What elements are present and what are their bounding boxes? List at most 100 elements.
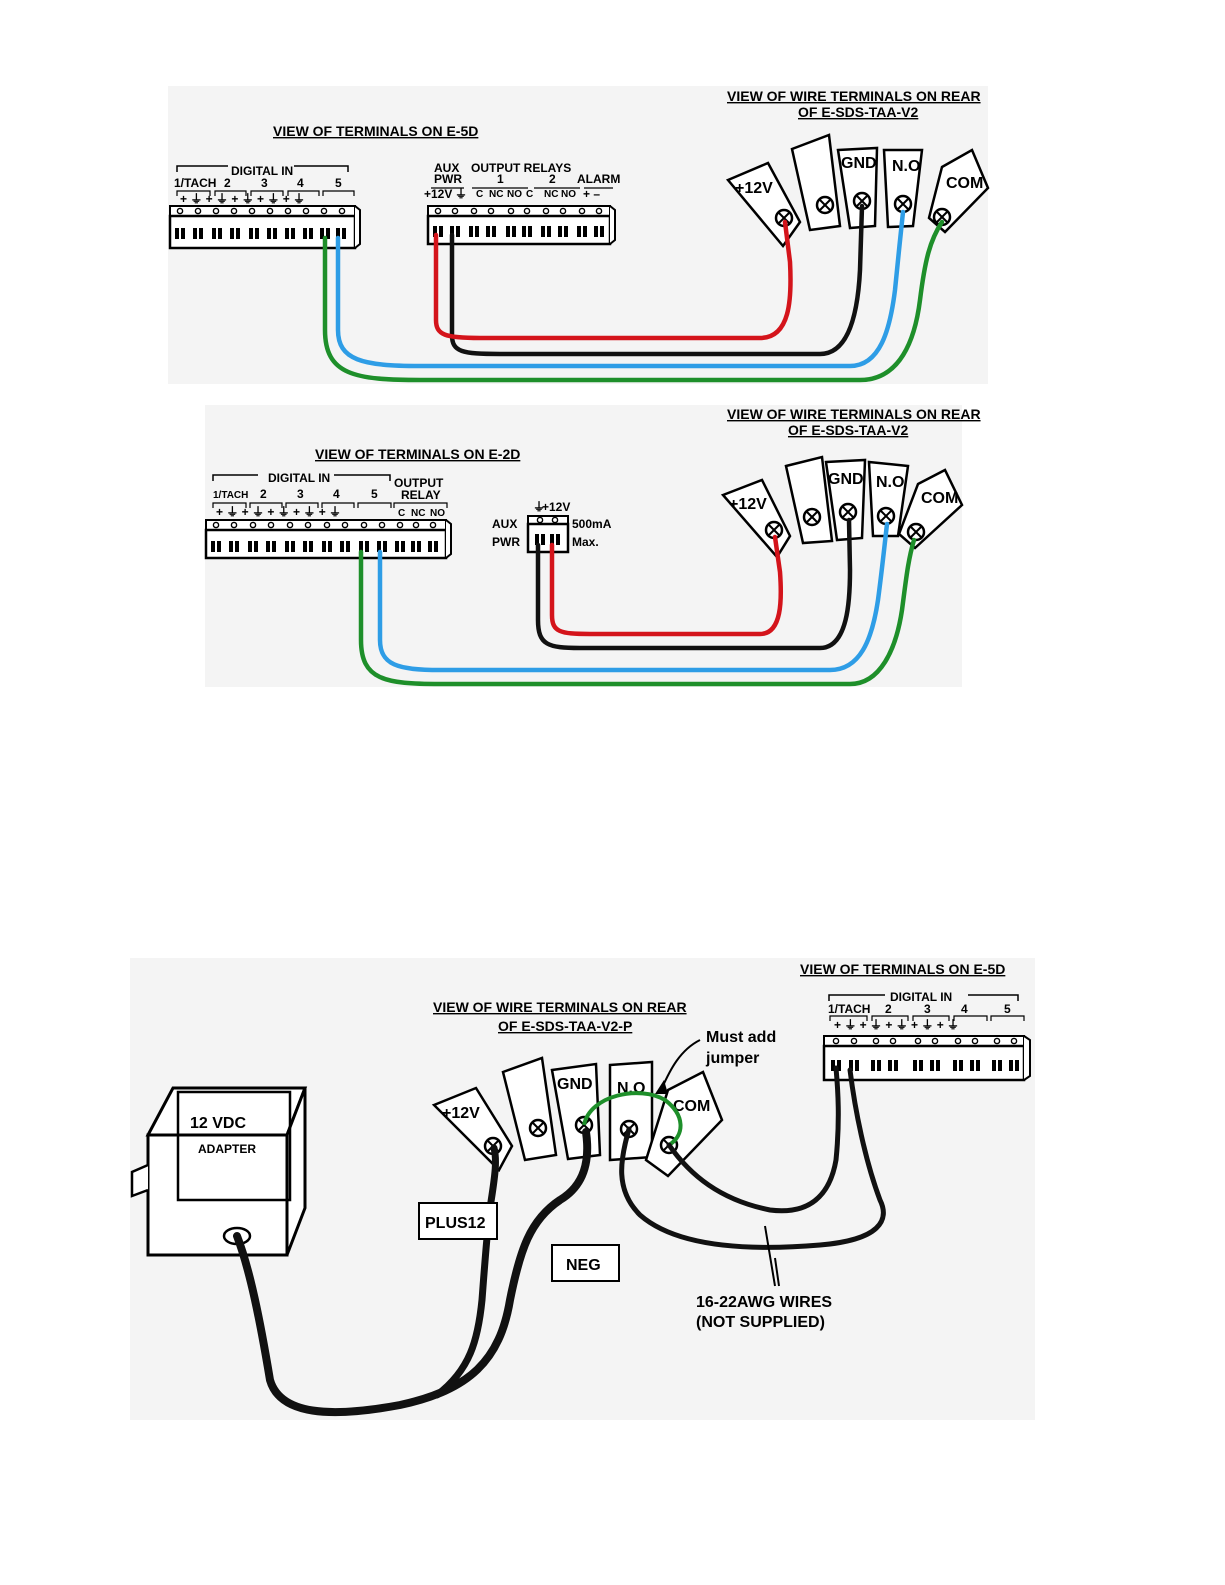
input-4-label: 4 (297, 176, 304, 190)
e5d-terminal-block (168, 205, 361, 250)
relay-term-2: NC (411, 508, 425, 519)
sensor-tabs: +12V GND N.O COM (431, 1056, 724, 1178)
sensor-tabs: +12V GND N.O COM (725, 133, 990, 249)
pwr-label: PWR (492, 535, 520, 549)
tab-gnd: GND (557, 1076, 593, 1093)
relay-term-1: C (398, 508, 405, 519)
e2d-terminal-block (204, 519, 452, 560)
adapter-cable (233, 1128, 592, 1416)
max-label: Max. (572, 535, 599, 549)
adapter-label: ADAPTER (198, 1142, 256, 1156)
device-title: VIEW OF TERMINALS ON E-5D (800, 961, 1005, 977)
green-wire (358, 537, 917, 687)
panel-1-wires (322, 203, 945, 383)
tab-no: N.O (892, 158, 920, 175)
neg-label: NEG (566, 1257, 601, 1274)
power-adapter: 12 VDC ADAPTER (130, 1086, 308, 1257)
input-2-label: 2 (224, 176, 231, 190)
svg-text:+ ⏚ + ⏚ + ⏚ + ⏚ + ⏚: + ⏚ + ⏚ + ⏚ + ⏚ + ⏚ (180, 192, 305, 206)
input-2-label: 2 (260, 487, 267, 501)
sensor-title: VIEW OF WIRE TERMINALS ON REAR (433, 999, 687, 1015)
jumper-note-2: jumper (705, 1050, 759, 1067)
tab-com: COM (673, 1098, 710, 1115)
signal-wires (619, 1065, 886, 1250)
relay-term-1: C (476, 189, 483, 200)
current-label: 500mA (572, 517, 612, 531)
tab-12v: +12V (729, 496, 767, 513)
wires-note-2: (NOT SUPPLIED) (696, 1314, 825, 1331)
input-4-label: 4 (961, 1002, 968, 1016)
sensor-title: VIEW OF WIRE TERMINALS ON REAR (727, 406, 981, 422)
svg-text:⏚: ⏚ (455, 187, 467, 201)
pwr-label: PWR (434, 172, 462, 186)
output-relays-label: OUTPUT RELAYS (471, 161, 571, 175)
sensor-title: VIEW OF WIRE TERMINALS ON REAR (727, 88, 981, 104)
svg-text:+ –: + – (583, 187, 600, 201)
alarm-label: ALARM (577, 172, 620, 186)
wires-note: 16-22AWG WIRES (696, 1294, 832, 1311)
black-wire (535, 517, 853, 651)
digital-in-label: DIGITAL IN (231, 164, 293, 178)
panel-1: VIEW OF TERMINALS ON E-5D VIEW OF WIRE T… (168, 88, 990, 383)
input-1-label: 1/TACH (213, 490, 248, 501)
blue-wire (335, 209, 906, 369)
relay-2-label: 2 (549, 172, 556, 186)
red-wire (433, 219, 793, 341)
input-3-label: 3 (261, 176, 268, 190)
blue-wire (377, 521, 890, 673)
input-5-label: 5 (1004, 1002, 1011, 1016)
panel-2: VIEW OF TERMINALS ON E-2D VIEW OF WIRE T… (204, 406, 981, 687)
relay-term-2: NC (489, 189, 503, 200)
input-5-label: 5 (335, 176, 342, 190)
relay-term-4: C (526, 189, 533, 200)
input-2-label: 2 (885, 1002, 892, 1016)
sensor-subtitle: OF E-SDS-TAA-V2 (798, 104, 919, 120)
svg-text:+ ⏚ + ⏚ + ⏚ + ⏚ + ⏚: + ⏚ + ⏚ + ⏚ + ⏚ + ⏚ (834, 1018, 959, 1032)
input-4-label: 4 (333, 487, 340, 501)
relay-term-3: NO (507, 189, 522, 200)
plus12-label: PLUS12 (425, 1215, 486, 1232)
tab-12v: +12V (735, 180, 773, 197)
relay-1-label: 1 (497, 172, 504, 186)
aux-12v-label: +12V (542, 500, 570, 514)
jumper-note: Must add (706, 1029, 776, 1046)
panel-3: VIEW OF TERMINALS ON E-5D VIEW OF WIRE T… (130, 961, 1031, 1416)
relay-label: RELAY (401, 488, 441, 502)
relay-term-5: NC (544, 189, 558, 200)
sensor-subtitle: OF E-SDS-TAA-V2 (788, 422, 909, 438)
neg-box (551, 1244, 620, 1282)
svg-text:+ ⏚ + ⏚ + ⏚ + ⏚ + ⏚: + ⏚ + ⏚ + ⏚ + ⏚ + ⏚ (216, 505, 341, 519)
digital-in-label: DIGITAL IN (890, 990, 952, 1004)
digital-in-label: DIGITAL IN (268, 471, 330, 485)
tab-gnd: GND (841, 155, 877, 172)
e5d-terminal-block (822, 1035, 1031, 1082)
tab-12v: +12V (442, 1105, 480, 1122)
black-wire (449, 203, 865, 357)
input-3-label: 3 (297, 487, 304, 501)
relay-terminal-block (426, 205, 616, 246)
plus12-box (418, 1202, 498, 1240)
relay-term-6: NO (561, 189, 576, 200)
tab-com: COM (921, 490, 958, 507)
green-wire (322, 219, 945, 383)
input-5-label: 5 (371, 487, 378, 501)
device-title: VIEW OF TERMINALS ON E-5D (273, 123, 478, 139)
sensor-subtitle: OF E-SDS-TAA-V2-P (498, 1018, 632, 1034)
output-label: OUTPUT (394, 476, 444, 490)
tab-gnd: GND (828, 471, 864, 488)
aux-pwr-connector (526, 515, 570, 554)
panel-2-wires (358, 517, 917, 687)
jumper-wire (582, 1091, 683, 1147)
device-title: VIEW OF TERMINALS ON E-2D (315, 446, 520, 462)
relay-term-3: NO (430, 508, 445, 519)
adapter-voltage: 12 VDC (190, 1115, 246, 1132)
tab-no: N.O (876, 474, 904, 491)
input-1-label: 1/TACH (828, 1002, 870, 1016)
aux-label: AUX (492, 517, 517, 531)
red-wire (549, 534, 784, 637)
input-3-label: 3 (924, 1002, 931, 1016)
aux-label: AUX (434, 161, 459, 175)
aux-12v-label: +12V (424, 187, 452, 201)
input-1-label: 1/TACH (174, 176, 216, 190)
